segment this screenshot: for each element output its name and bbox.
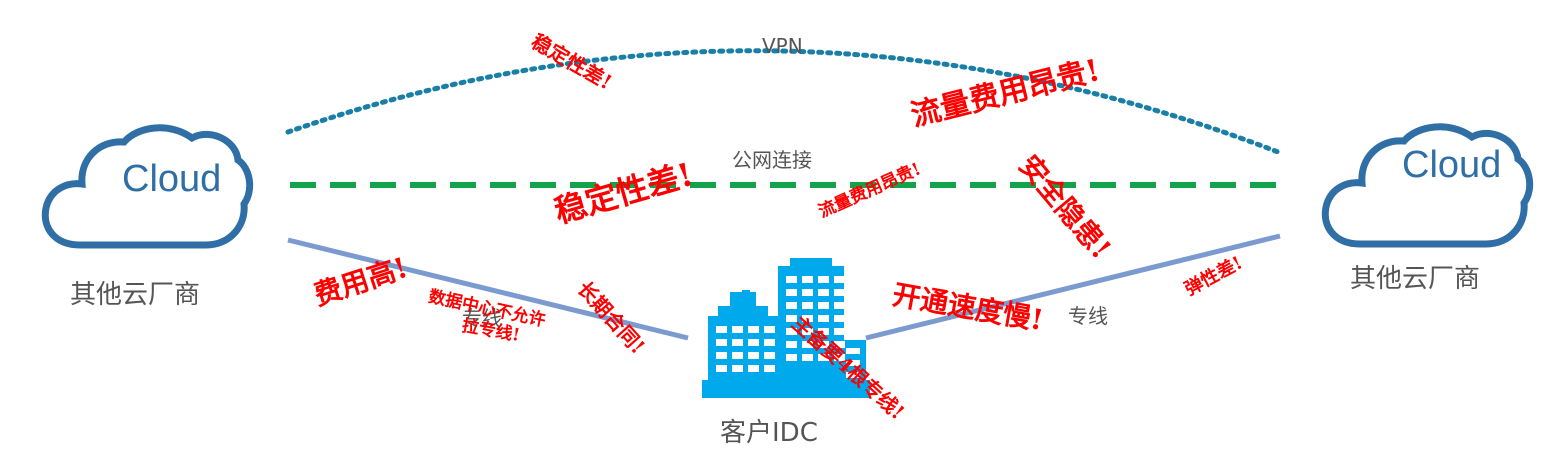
building-window <box>834 328 845 335</box>
leased-line-right-label: 专线 <box>1068 304 1108 328</box>
building-window <box>834 354 845 361</box>
building-window <box>818 341 829 348</box>
building-window <box>748 326 759 333</box>
building-window <box>818 354 829 361</box>
building-window <box>802 328 813 335</box>
building-window <box>716 365 727 372</box>
building-window <box>748 365 759 372</box>
building-window <box>846 372 860 378</box>
building-window <box>834 315 845 322</box>
building-window <box>748 339 759 346</box>
building-window <box>786 354 797 361</box>
building-windows <box>716 276 860 378</box>
building-window <box>802 354 813 361</box>
building-window <box>732 339 743 346</box>
building-window <box>786 276 797 283</box>
leased-line-right <box>865 233 1281 341</box>
building-window <box>802 289 813 296</box>
building-window <box>802 341 813 348</box>
building-window <box>786 315 797 322</box>
building-window <box>802 276 813 283</box>
building-window <box>802 315 813 322</box>
cloud-right-text: Cloud <box>1402 144 1502 186</box>
building-window <box>732 326 743 333</box>
building-window <box>818 302 829 309</box>
idc-caption: 客户IDC <box>720 418 818 448</box>
building-window <box>786 289 797 296</box>
building-window <box>786 302 797 309</box>
cloud-left-icon <box>41 124 254 249</box>
building-window <box>764 326 775 333</box>
building-window <box>818 328 829 335</box>
vpn-connection-line <box>285 48 1281 155</box>
building-window <box>786 328 797 335</box>
building-window <box>834 289 845 296</box>
building-window <box>764 352 775 359</box>
building-window <box>716 339 727 346</box>
building-window <box>732 365 743 372</box>
leased-line-left <box>287 237 689 341</box>
building-window <box>732 352 743 359</box>
building-window <box>716 326 727 333</box>
building-window <box>834 276 845 283</box>
public-connection-label: 公网连接 <box>732 148 812 172</box>
building-window <box>786 341 797 348</box>
building-window <box>748 352 759 359</box>
building-window <box>818 289 829 296</box>
cloud-right-icon <box>1321 123 1534 248</box>
cloud-left-caption: 其他云厂商 <box>70 280 201 310</box>
building-window <box>764 339 775 346</box>
building-window <box>716 352 727 359</box>
building-window <box>764 365 775 372</box>
vpn-label: VPN <box>762 34 803 58</box>
building-window <box>846 360 860 366</box>
building-window <box>802 302 813 309</box>
building-window <box>818 276 829 283</box>
cloud-left-text: Cloud <box>122 158 222 200</box>
building-window <box>834 302 845 309</box>
building-window <box>834 341 845 348</box>
building-window <box>846 348 860 354</box>
cloud-right-caption: 其他云厂商 <box>1350 264 1481 294</box>
leased-line-left-label: 专线 <box>462 306 502 330</box>
building-window <box>818 315 829 322</box>
